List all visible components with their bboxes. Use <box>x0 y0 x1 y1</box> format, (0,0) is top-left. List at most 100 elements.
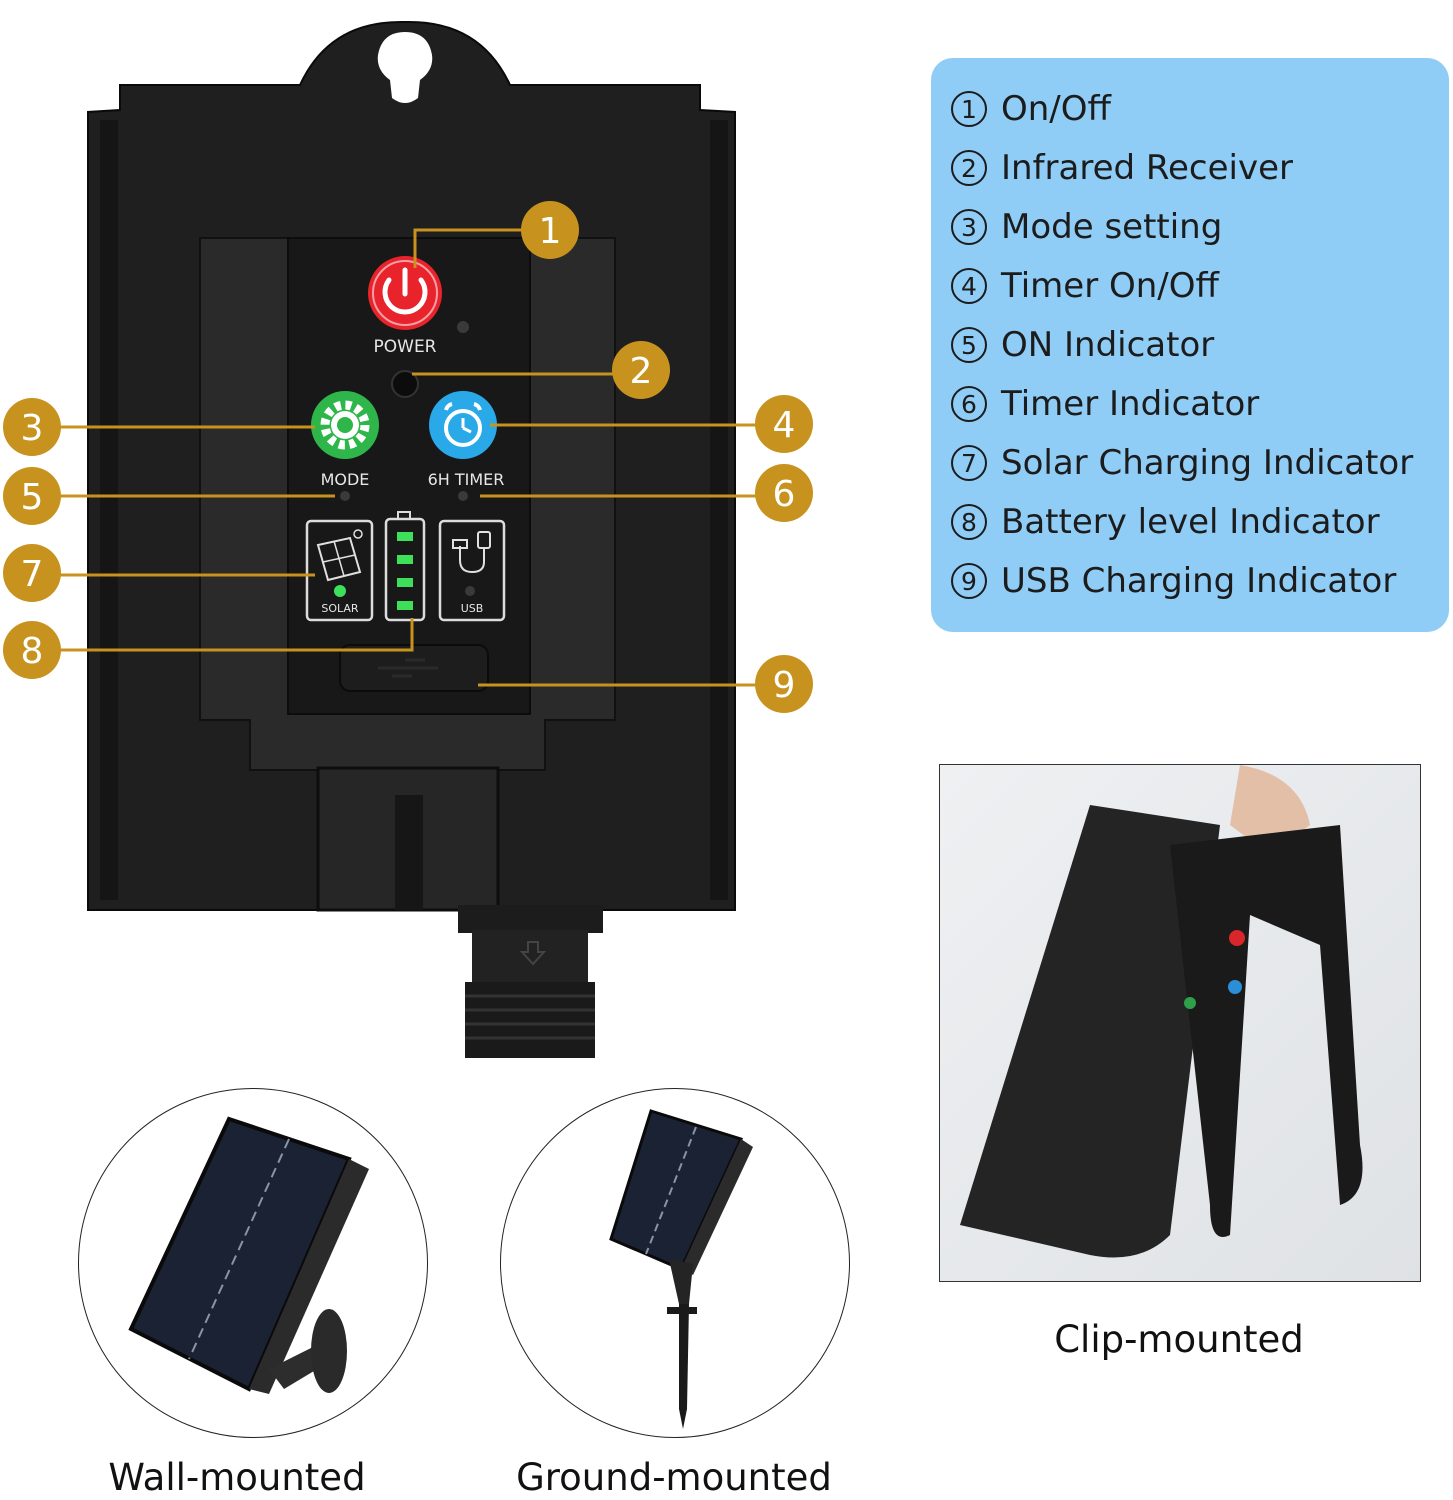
legend-number: 3 <box>951 209 987 245</box>
svg-text:1: 1 <box>539 211 562 252</box>
legend-item: 7 Solar Charging Indicator <box>951 438 1413 488</box>
connector-thread <box>465 982 595 1058</box>
on-indicator-led <box>340 491 350 501</box>
stake-crossbar <box>667 1307 697 1314</box>
panel-grid <box>645 1126 697 1255</box>
left-rib <box>100 120 118 900</box>
ground-mounted-circle <box>500 1088 850 1438</box>
legend-item: 2 Infrared Receiver <box>951 143 1293 193</box>
battery-bar <box>397 578 413 587</box>
legend-panel: 1 On/Off 2 Infrared Receiver 3 Mode sett… <box>931 58 1449 632</box>
plug-icon <box>452 531 491 574</box>
legend-label: Timer On/Off <box>1001 266 1219 306</box>
mode-label: MODE <box>321 470 370 489</box>
mini-timer-button <box>1228 980 1242 994</box>
panel-grid <box>188 1138 290 1360</box>
battery-bar <box>397 532 413 541</box>
timer-label: 6H TIMER <box>428 470 505 489</box>
wall-mounted-caption: Wall-mounted <box>108 1456 366 1499</box>
timer-indicator-led <box>458 491 468 501</box>
legend-item: 6 Timer Indicator <box>951 379 1259 429</box>
legend-label: Mode setting <box>1001 207 1223 247</box>
panel-frame <box>249 1159 369 1394</box>
legend-label: Battery level Indicator <box>1001 502 1380 542</box>
power-button[interactable] <box>368 256 442 330</box>
ground-mounted-illustration <box>609 1109 753 1429</box>
ground-mounted-caption: Ground-mounted <box>516 1456 832 1499</box>
legend-item: 9 USB Charging Indicator <box>951 556 1396 606</box>
legend-number: 9 <box>951 563 987 599</box>
legend-item: 3 Mode setting <box>951 202 1222 252</box>
callout-1: 1 <box>521 201 579 259</box>
wall-bracket <box>311 1309 347 1393</box>
callout-2: 2 <box>612 341 670 399</box>
callout-3: 3 <box>3 398 61 456</box>
clip-mounted-caption: Clip-mounted <box>1054 1318 1304 1361</box>
svg-text:2: 2 <box>630 351 653 392</box>
infrared-receiver <box>391 370 419 398</box>
legend-number: 8 <box>951 504 987 540</box>
hanging-hole <box>377 32 433 103</box>
wall-mounted-illustration <box>128 1116 369 1394</box>
callout-lines <box>60 228 760 687</box>
solar-panel-icon <box>316 529 363 582</box>
legend-number: 6 <box>951 386 987 422</box>
legend-label: USB Charging Indicator <box>1001 561 1397 601</box>
legend-number: 7 <box>951 445 987 481</box>
timer-button[interactable] <box>429 391 497 459</box>
stake-joint <box>669 1259 693 1304</box>
wall-mounted-circle <box>78 1088 428 1438</box>
mini-power-button <box>1229 930 1245 946</box>
svg-text:9: 9 <box>773 665 796 706</box>
clip-mounted-photo <box>939 764 1421 1282</box>
gear-icon <box>320 400 370 450</box>
legend-number: 2 <box>951 150 987 186</box>
clip-mounted-illustration <box>960 765 1363 1258</box>
callout-4: 4 <box>755 395 813 453</box>
usb-led <box>465 586 475 596</box>
usb-label: USB <box>461 602 484 615</box>
svg-text:8: 8 <box>21 631 44 672</box>
connector-base <box>458 905 603 933</box>
unused-led <box>457 321 469 333</box>
legend-number: 1 <box>951 91 987 127</box>
svg-text:4: 4 <box>773 405 796 446</box>
legend-label: Infrared Receiver <box>1001 148 1293 188</box>
slot-divider <box>395 795 423 910</box>
battery-bar <box>397 555 413 564</box>
solar-label: SOLAR <box>321 602 359 615</box>
legend-item: 8 Battery level Indicator <box>951 497 1380 547</box>
legend-label: Solar Charging Indicator <box>1001 443 1414 483</box>
usb-indicator-box: USB <box>438 519 506 622</box>
controller-device-illustration: POWER MODE 6H TIMER <box>3 20 813 1058</box>
battery-level-indicator <box>384 511 426 622</box>
alarm-clock-icon <box>444 402 482 447</box>
usb-icon <box>378 658 438 678</box>
legend-number: 5 <box>951 327 987 363</box>
right-rib <box>710 120 728 900</box>
battery-bar <box>397 601 413 610</box>
legend-number: 4 <box>951 268 987 304</box>
solar-led <box>334 585 346 597</box>
legend-label: ON Indicator <box>1001 325 1215 365</box>
svg-text:5: 5 <box>21 477 44 518</box>
callout-7: 7 <box>3 544 61 602</box>
svg-text:3: 3 <box>21 408 44 449</box>
ground-stake <box>679 1304 689 1429</box>
legend-item: 1 On/Off <box>951 84 1111 134</box>
legend-item: 5 ON Indicator <box>951 320 1214 370</box>
legend-label: On/Off <box>1001 89 1111 129</box>
callout-8: 8 <box>3 621 61 679</box>
callout-9: 9 <box>755 655 813 713</box>
power-label: POWER <box>374 337 437 357</box>
clip-arms <box>1170 825 1363 1237</box>
power-icon <box>382 267 428 315</box>
svg-text:6: 6 <box>773 474 796 515</box>
clip-housing <box>960 805 1220 1258</box>
panel-frame <box>681 1139 753 1275</box>
mode-button[interactable] <box>311 391 379 459</box>
svg-text:7: 7 <box>21 554 44 595</box>
solar-indicator-box: SOLAR <box>305 519 374 622</box>
callout-5: 5 <box>3 467 61 525</box>
callout-6: 6 <box>755 464 813 522</box>
